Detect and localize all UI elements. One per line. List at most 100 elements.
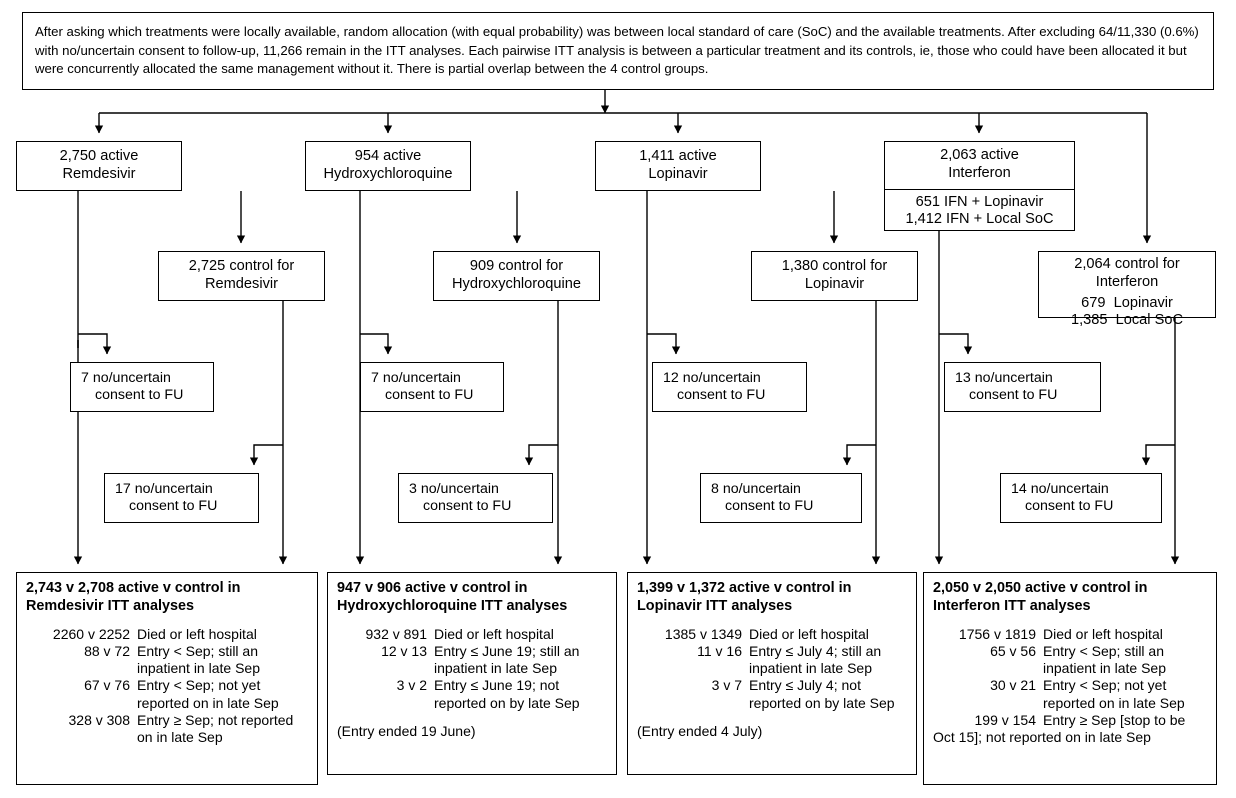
result-rows: 1756 v 1819 Died or left hospital 65 v 5… [933,626,1209,747]
result-row-numbers: 199 v 154 [974,711,1037,728]
active-lopinavir-label: Lopinavir [648,166,708,182]
consent-label: consent to FU [95,387,184,403]
consent-box-hydroxychloroquine-active: 7 no/uncertain consent to FU [360,362,504,412]
result-title-line2: Interferon ITT analyses [933,597,1091,614]
consent-box-interferon-active: 13 no/uncertain consent to FU [944,362,1101,412]
active-interferon-sub1: 651 IFN + Lopinavir [915,193,1044,210]
result-title: 1,399 v 1,372 active v control in Lopina… [637,580,851,616]
consent-box-remdesivir-control: 17 no/uncertain consent to FU [104,473,259,523]
control-hydroxychloroquine-box: 909 control for Hydroxychloroquine [433,251,600,301]
active-hydroxychloroquine-count: 954 active [354,148,422,165]
control-lopinavir-label: Lopinavir [804,276,865,292]
result-row: 88 v 72 Entry < Sep; still an inpatient … [26,643,310,677]
result-title-line2: Lopinavir ITT analyses [637,597,793,614]
result-row-desc: Died or left hospital [434,625,554,642]
control-interferon-count: 2,064 control for [1074,256,1180,272]
control-interferon-sub1: 679 Lopinavir [1081,294,1173,311]
control-interferon-breakdown: 679 Lopinavir 1,385 Local SoC [1039,295,1215,331]
result-row: 30 v 21 Entry < Sep; not yet reported on… [933,677,1209,711]
result-row-desc: Died or left hospital [137,625,257,642]
result-rows: 1385 v 1349 Died or left hospital 11 v 1… [637,626,909,712]
consent-count: 7 no/uncertain [81,369,171,386]
result-row-numbers: 65 v 56 [990,642,1036,659]
result-row-numbers: 1385 v 1349 [664,625,742,642]
result-row-numbers: 1756 v 1819 [958,625,1036,642]
result-row-numbers: 67 v 76 [84,677,130,694]
result-title: 2,050 v 2,050 active v control in Interf… [933,580,1147,616]
active-lopinavir-count: 1,411 active [639,148,717,165]
consent-count: 17 no/uncertain [115,480,213,497]
control-hydroxychloroquine-label: Hydroxychloroquine [452,276,581,292]
consent-label: consent to FU [1025,498,1114,514]
result-row-desc: Entry ≤ June 19; still an inpatient in l… [434,642,580,677]
active-remdesivir-count: 2,750 active [59,148,139,165]
consent-label: consent to FU [677,387,766,403]
consent-count: 12 no/uncertain [663,369,761,386]
result-entry-note: (Entry ended 4 July) [637,722,763,739]
result-row-desc: Entry ≥ Sep; not reported on in late Sep [137,711,294,746]
result-row: 3 v 2 Entry ≤ June 19; not reported on b… [337,677,609,711]
result-entry-note: (Entry ended 19 June) [337,722,476,739]
result-rows: 2260 v 2252 Died or left hospital 88 v 7… [26,626,310,747]
control-remdesivir-count: 2,725 control for [188,258,295,275]
result-row-desc: Entry ≥ Sep [stop to be [1043,711,1186,728]
result-title-line1: 2,743 v 2,708 active v control in [26,580,241,596]
result-row: 328 v 308 Entry ≥ Sep; not reported on i… [26,712,310,746]
consent-box-lopinavir-control: 8 no/uncertain consent to FU [700,473,862,523]
header-note-box: After asking which treatments were local… [22,12,1214,90]
consent-label: consent to FU [725,498,814,514]
result-row-desc: Entry < Sep; still an inpatient in late … [1043,642,1166,677]
consent-count: 7 no/uncertain [371,369,461,386]
result-row-desc: Died or left hospital [749,625,869,642]
result-row: 2260 v 2252 Died or left hospital [26,626,310,643]
result-box-interferon: 2,050 v 2,050 active v control in Interf… [923,572,1217,785]
active-interferon-box: 2,063 active Interferon 651 IFN + Lopina… [884,141,1075,231]
consent-count: 3 no/uncertain [409,480,499,497]
result-row: 932 v 891 Died or left hospital [337,626,609,643]
active-remdesivir-box: 2,750 active Remdesivir [16,141,182,191]
active-interferon-sub2: 1,412 IFN + Local SoC [905,211,1054,228]
result-row: 199 v 154 Entry ≥ Sep [stop to be [933,712,1209,729]
active-interferon-label: Interferon [948,164,1011,181]
result-row-numbers: 12 v 13 [381,642,427,659]
result-box-lopinavir: 1,399 v 1,372 active v control in Lopina… [627,572,917,775]
active-lopinavir-box: 1,411 active Lopinavir [595,141,761,191]
result-row: 1756 v 1819 Died or left hospital [933,626,1209,643]
result-row-desc: Entry ≤ July 4; not reported on by late … [749,677,895,711]
result-row: 67 v 76 Entry < Sep; not yet reported on… [26,677,310,711]
control-hydroxychloroquine-count: 909 control for [469,258,564,275]
result-box-remdesivir: 2,743 v 2,708 active v control in Remdes… [16,572,318,785]
result-row-desc: Entry ≤ July 4; still an inpatient in la… [749,642,882,677]
consent-count: 13 no/uncertain [955,369,1053,386]
consent-box-remdesivir-active: 7 no/uncertain consent to FU [70,362,214,412]
result-row-desc: Entry ≤ June 19; not reported on by late… [434,677,580,711]
control-interferon-label: Interferon [1095,273,1159,290]
active-remdesivir-label: Remdesivir [62,166,136,182]
result-row-numbers: 328 v 308 [68,711,131,728]
active-hydroxychloroquine-box: 954 active Hydroxychloroquine [305,141,471,191]
result-row-numbers: 932 v 891 [365,625,428,642]
result-rows: 932 v 891 Died or left hospital 12 v 13 … [337,626,609,712]
control-interferon-box: 2,064 control for Interferon 679 Lopinav… [1038,251,1216,328]
control-remdesivir-label: Remdesivir [205,276,278,292]
result-box-hydroxychloroquine: 947 v 906 active v control in Hydroxychl… [327,572,617,775]
consent-label: consent to FU [385,387,474,403]
result-title: 947 v 906 active v control in Hydroxychl… [337,580,567,616]
control-interferon-sub2: 1,385 Local SoC [1071,312,1183,329]
result-row-desc: Entry < Sep; still an inpatient in late … [137,642,260,677]
result-row-desc: Entry < Sep; not yet reported on in late… [137,677,279,711]
consent-count: 14 no/uncertain [1011,480,1109,497]
result-title-line1: 947 v 906 active v control in [337,580,528,596]
consent-box-interferon-control: 14 no/uncertain consent to FU [1000,473,1162,523]
result-row-desc: Entry < Sep; not yet reported on in late… [1043,677,1185,711]
result-row-numbers: 11 v 16 [697,642,742,659]
header-note-text: After asking which treatments were local… [35,23,1199,77]
result-row: 1385 v 1349 Died or left hospital [637,626,909,643]
consent-label: consent to FU [969,387,1058,403]
result-row-numbers: 3 v 2 [396,677,427,694]
result-row: 12 v 13 Entry ≤ June 19; still an inpati… [337,643,609,677]
control-lopinavir-box: 1,380 control for Lopinavir [751,251,918,301]
result-row-desc: Died or left hospital [1043,625,1163,642]
result-title-line1: 2,050 v 2,050 active v control in [933,580,1148,596]
